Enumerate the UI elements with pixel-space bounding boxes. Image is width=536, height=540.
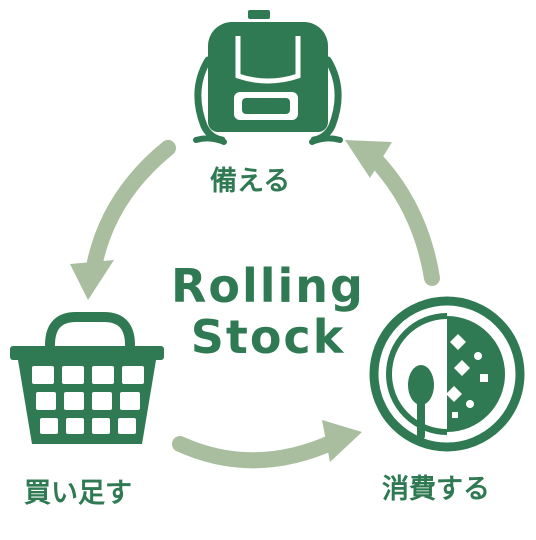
- arrow-rebuy-to-consume: [172, 433, 343, 469]
- arrow-head-up-left: [345, 140, 392, 178]
- arrow-heads: [70, 140, 392, 462]
- diagram-title-line-2: Stock: [190, 310, 346, 364]
- arrow-head-right: [322, 420, 362, 462]
- step-label-prepare: 備える: [210, 166, 291, 197]
- diagram-title-line-1: Rolling: [170, 259, 365, 313]
- step-label-rebuy: 買い足す: [24, 478, 132, 509]
- arrow-consume-to-prepare: [364, 148, 440, 286]
- step-label-consume: 消費する: [382, 474, 490, 505]
- arrow-prepare-to-rebuy: [87, 140, 176, 270]
- backpack-icon: [193, 10, 343, 145]
- cycle-arrows: [87, 140, 440, 469]
- shopping-basket-icon: [10, 312, 164, 444]
- arrow-head-down: [70, 260, 114, 300]
- plate-with-food-and-spoon-icon: [369, 296, 525, 452]
